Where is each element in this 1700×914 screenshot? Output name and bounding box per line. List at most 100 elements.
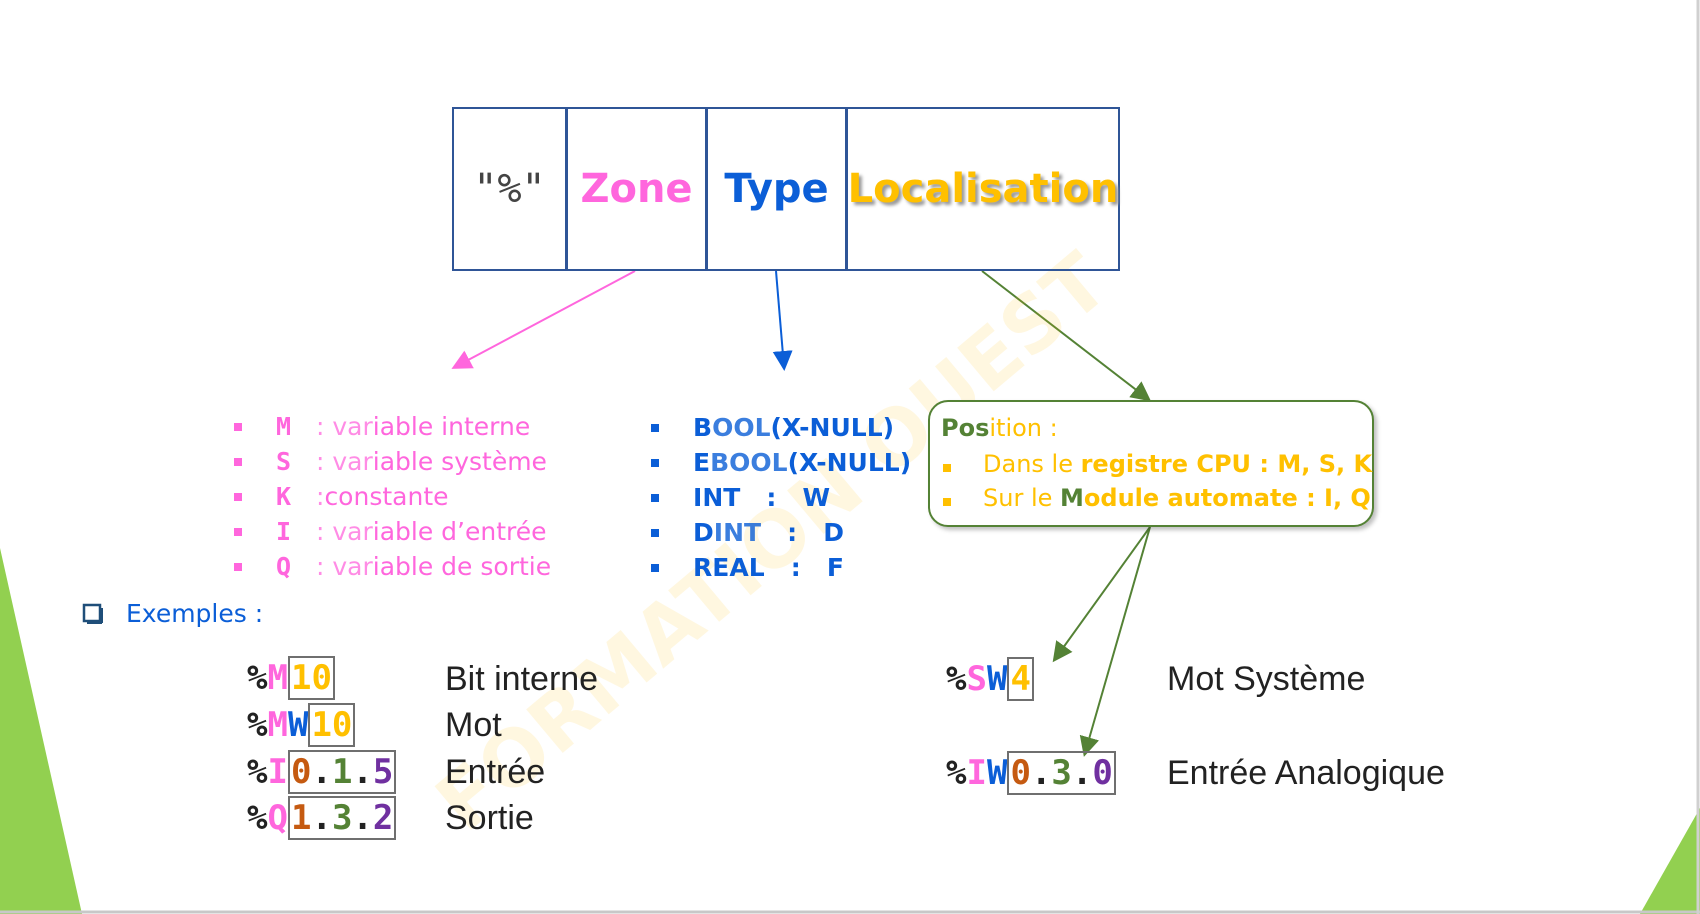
position-box: Position : Dans le registre CPU : M, S, …	[928, 400, 1374, 527]
example-digit-channel: 0	[1092, 753, 1113, 793]
square-bullet-icon	[651, 563, 659, 572]
zone-code: M	[276, 412, 292, 441]
example-prefix: %	[247, 658, 268, 698]
example-localisation: 10	[308, 703, 356, 747]
square-bullet-icon	[651, 423, 659, 432]
example-zone: I	[966, 753, 987, 793]
example-digit-module: 3	[331, 798, 353, 838]
examples-title: Exemples :	[126, 599, 264, 628]
example-dot: .	[311, 798, 332, 838]
example-label-sw4: Mot Système	[1167, 660, 1366, 698]
example-zone: S	[966, 659, 987, 699]
example-zone: M	[267, 658, 288, 698]
type-rest: EAL	[712, 553, 765, 582]
position-title-b: ition :	[989, 414, 1058, 442]
type-paren: (X-NULL)	[770, 413, 895, 442]
type-suffix: : D	[761, 518, 845, 547]
type-first: I	[693, 483, 703, 512]
example-type: W	[287, 705, 309, 745]
example-label-iw030: Entrée Analogique	[1167, 754, 1445, 792]
position-line-cpu: Dans le registre CPU : M, S, K	[943, 450, 1372, 478]
example-type: W	[986, 753, 1008, 793]
example-dot: .	[352, 752, 373, 792]
position-line2-m: M	[1060, 484, 1084, 512]
position-title-a: Pos	[941, 414, 990, 442]
position-line1-b: registre CPU : M, S, K	[1080, 450, 1373, 478]
localisation-arrow	[981, 270, 1152, 402]
square-bullet-icon	[943, 464, 951, 472]
zone-desc-b: iable d’entrée	[372, 517, 547, 546]
example-localisation: 0.1.5	[287, 750, 397, 794]
example-dot: .	[1071, 753, 1093, 793]
type-first: E	[693, 448, 711, 477]
header-localisation: Localisation	[847, 166, 1119, 212]
example-digit-rack: 1	[290, 798, 312, 838]
type-suffix: : W	[740, 483, 831, 512]
square-bullet-icon	[234, 457, 242, 466]
type-rest: INT	[713, 518, 762, 547]
type-suffix: : F	[764, 553, 844, 582]
type-first: R	[693, 553, 713, 582]
example-q132: %Q1.3.2	[247, 796, 397, 840]
example-prefix: %	[247, 798, 268, 838]
example-prefix: %	[247, 705, 268, 745]
example-localisation: 10	[287, 656, 335, 700]
zone-desc-b: iable interne	[372, 412, 531, 441]
example-localisation: 4	[1007, 657, 1034, 701]
example-zone: Q	[267, 798, 288, 838]
list-item: K : constante	[234, 479, 551, 514]
zone-desc-b: iable de sortie	[372, 552, 552, 581]
example-label-mw10: Mot	[445, 706, 502, 744]
example-prefix: %	[247, 752, 268, 792]
zone-code: K	[276, 482, 292, 511]
square-bullet-icon	[651, 458, 659, 467]
example-localisation: 1.3.2	[287, 796, 397, 840]
square-bullet-icon	[234, 492, 242, 501]
position-line1-a: Dans le	[983, 450, 1081, 478]
position-line2-b: odule automate : I, Q	[1083, 484, 1371, 512]
square-bullet-icon	[651, 528, 659, 537]
header-percent: "%"	[473, 166, 546, 212]
example-iw030: %IW0.3.0	[946, 751, 1116, 795]
example-label-m10: Bit interne	[445, 660, 599, 698]
example-digit-rack: 0	[1010, 753, 1031, 793]
zone-desc-a: : var	[316, 552, 373, 581]
zone-desc-a: :	[316, 482, 325, 511]
zone-code: Q	[276, 552, 292, 581]
example-digit-channel: 2	[372, 798, 394, 838]
example-label-i015: Entrée	[445, 753, 546, 791]
example-label-q132: Sortie	[445, 799, 534, 837]
square-bullet-icon	[651, 493, 659, 502]
type-rest: BOOL	[710, 448, 788, 477]
type-arrow	[772, 270, 793, 371]
square-bullet-icon	[234, 562, 242, 571]
example-m10: %M10	[247, 656, 335, 700]
header-type-cell: Type	[706, 107, 847, 271]
square-bullet-icon	[943, 498, 951, 506]
header-zone-cell: Zone	[566, 107, 707, 271]
type-rest: OOL	[712, 413, 771, 442]
header-percent-cell: "%"	[452, 107, 567, 271]
example-digit-channel: 5	[372, 752, 394, 792]
zone-desc-a: : var	[316, 412, 373, 441]
type-first: B	[693, 413, 713, 442]
example-digit-module: 3	[1051, 753, 1072, 793]
examples-heading: Exemples :	[82, 599, 263, 628]
example-mw10: %MW10	[247, 703, 356, 747]
example-zone: I	[267, 752, 288, 792]
example-i015: %I0.1.5	[247, 750, 397, 794]
checkbox-icon	[82, 603, 103, 624]
example-dot: .	[352, 798, 373, 838]
slide-accent-right	[1640, 808, 1700, 914]
example-type: W	[986, 659, 1008, 699]
example-sw4: %SW4	[946, 657, 1034, 701]
